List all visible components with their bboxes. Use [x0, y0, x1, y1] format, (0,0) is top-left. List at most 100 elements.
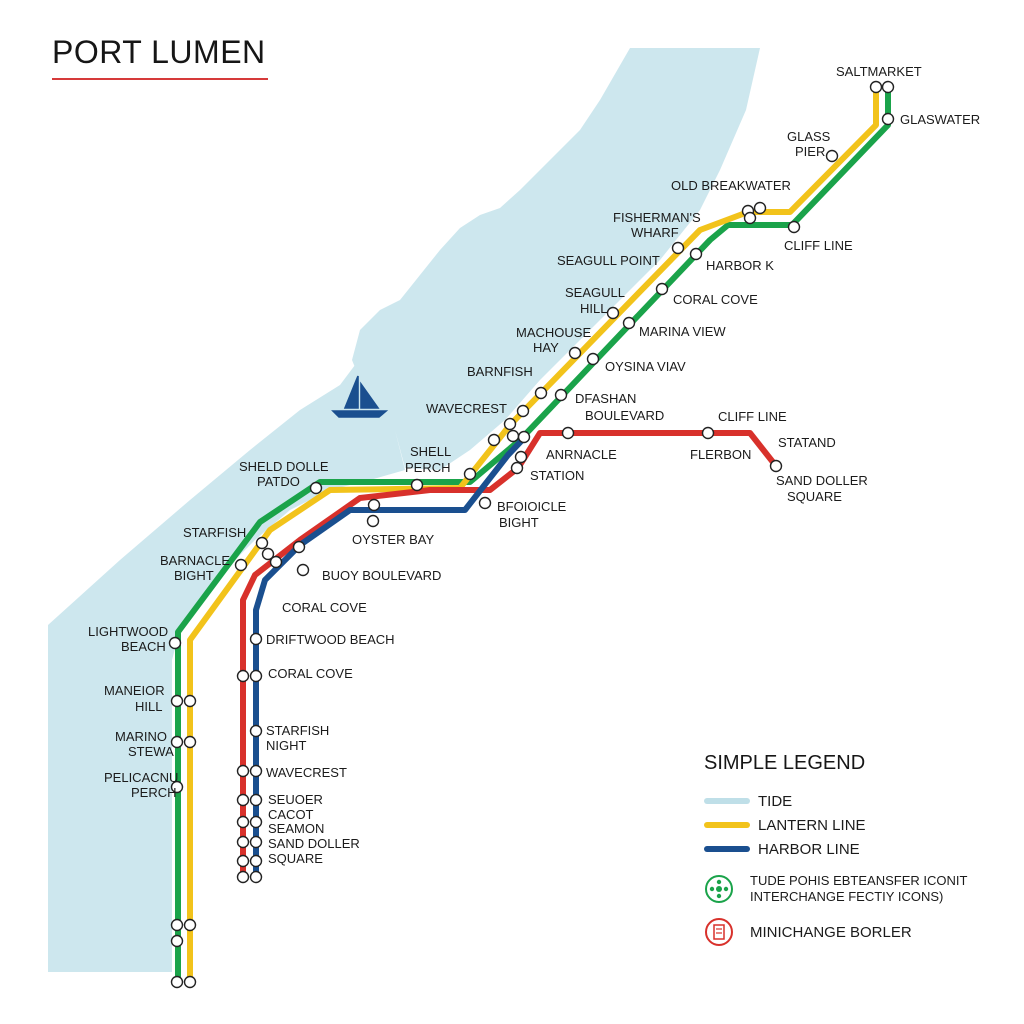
station[interactable]: [514, 450, 528, 464]
station-label: FISHERMAN'S: [613, 210, 701, 225]
station[interactable]: [249, 724, 263, 738]
station[interactable]: [255, 536, 269, 550]
station-label: PERCH: [405, 460, 451, 475]
station[interactable]: [586, 352, 600, 366]
route-red: [240, 430, 779, 879]
station[interactable]: [701, 426, 715, 440]
station[interactable]: [236, 815, 250, 829]
station[interactable]: [236, 793, 250, 807]
station[interactable]: [534, 386, 548, 400]
station-label: FLERBON: [690, 447, 751, 462]
station-label: CACOT: [268, 807, 314, 822]
legend-swatch: [704, 798, 750, 804]
station-label: PIER: [795, 144, 825, 159]
station[interactable]: [236, 835, 250, 849]
station-label: WAVECREST: [426, 401, 507, 416]
station[interactable]: [568, 346, 582, 360]
station[interactable]: [881, 112, 895, 126]
station[interactable]: [743, 211, 757, 225]
station[interactable]: [881, 80, 895, 94]
station-label: STEWA: [128, 744, 174, 759]
station[interactable]: [249, 764, 263, 778]
station-label: BARNACLE: [160, 553, 230, 568]
station[interactable]: [292, 540, 306, 554]
station[interactable]: [170, 934, 184, 948]
minichange-border-icon: [705, 918, 733, 946]
station[interactable]: [296, 563, 310, 577]
station[interactable]: [249, 854, 263, 868]
station[interactable]: [753, 201, 767, 215]
station-label: BIGHT: [174, 568, 214, 583]
station[interactable]: [487, 433, 501, 447]
station[interactable]: [463, 467, 477, 481]
station-label: HILL: [135, 699, 162, 714]
legend-label: TIDE: [758, 792, 793, 810]
station[interactable]: [249, 870, 263, 884]
station[interactable]: [689, 247, 703, 261]
station[interactable]: [183, 918, 197, 932]
station-label: STATION: [530, 468, 584, 483]
station-label: CORAL COVE: [282, 600, 367, 615]
station[interactable]: [787, 220, 801, 234]
station[interactable]: [769, 459, 783, 473]
station[interactable]: [503, 417, 517, 431]
station[interactable]: [269, 555, 283, 569]
station[interactable]: [170, 780, 184, 794]
station[interactable]: [170, 694, 184, 708]
station[interactable]: [869, 80, 883, 94]
station[interactable]: [366, 514, 380, 528]
station[interactable]: [249, 835, 263, 849]
legend: SIMPLE LEGEND TIDE LANTERN LINE HARBOR L…: [704, 752, 1004, 947]
station[interactable]: [561, 426, 575, 440]
legend-interchange-label: MINICHANGE BORLER: [750, 923, 912, 941]
station[interactable]: [510, 461, 524, 475]
station[interactable]: [170, 975, 184, 989]
station[interactable]: [506, 429, 520, 443]
station-label: SAND DOLLER: [268, 836, 360, 851]
station-label: BFOIOICLE: [497, 499, 567, 514]
station-label: SQUARE: [787, 489, 842, 504]
station-labels: SALTMARKET GLASWATER GLASS PIER OLD BREA…: [88, 64, 980, 866]
station-label: MACHOUSE: [516, 325, 591, 340]
station[interactable]: [249, 632, 263, 646]
station-label: HILL: [580, 301, 607, 316]
station[interactable]: [478, 496, 492, 510]
station-label: OYSINA VIAV: [605, 359, 686, 374]
station[interactable]: [183, 694, 197, 708]
station[interactable]: [249, 815, 263, 829]
station[interactable]: [249, 669, 263, 683]
station[interactable]: [309, 481, 323, 495]
station[interactable]: [168, 636, 182, 650]
station[interactable]: [517, 430, 531, 444]
station[interactable]: [367, 498, 381, 512]
station-label: ANRNACLE: [546, 447, 617, 462]
station[interactable]: [183, 735, 197, 749]
station[interactable]: [261, 547, 275, 561]
station[interactable]: [516, 404, 530, 418]
station[interactable]: [655, 282, 669, 296]
station-label: LIGHTWOOD: [88, 624, 168, 639]
station-label: NIGHT: [266, 738, 307, 753]
legend-item-transfer: TUDE POHIS EBTEANSFER ICONIT INTERCHANGE…: [704, 873, 1004, 905]
station[interactable]: [183, 975, 197, 989]
station[interactable]: [249, 793, 263, 807]
station-label: SHELL: [410, 444, 451, 459]
station[interactable]: [410, 478, 424, 492]
station-label: DFASHAN: [575, 391, 636, 406]
station[interactable]: [622, 316, 636, 330]
station-label: OYSTER BAY: [352, 532, 434, 547]
station[interactable]: [170, 918, 184, 932]
station-label: STATAND: [778, 435, 836, 450]
station[interactable]: [825, 149, 839, 163]
station[interactable]: [236, 870, 250, 884]
station[interactable]: [554, 388, 568, 402]
station[interactable]: [170, 735, 184, 749]
map-title: PORT LUMEN: [52, 34, 266, 70]
station[interactable]: [671, 241, 685, 255]
station[interactable]: [236, 669, 250, 683]
station[interactable]: [236, 854, 250, 868]
station[interactable]: [236, 764, 250, 778]
station[interactable]: [234, 558, 248, 572]
station[interactable]: [606, 306, 620, 320]
